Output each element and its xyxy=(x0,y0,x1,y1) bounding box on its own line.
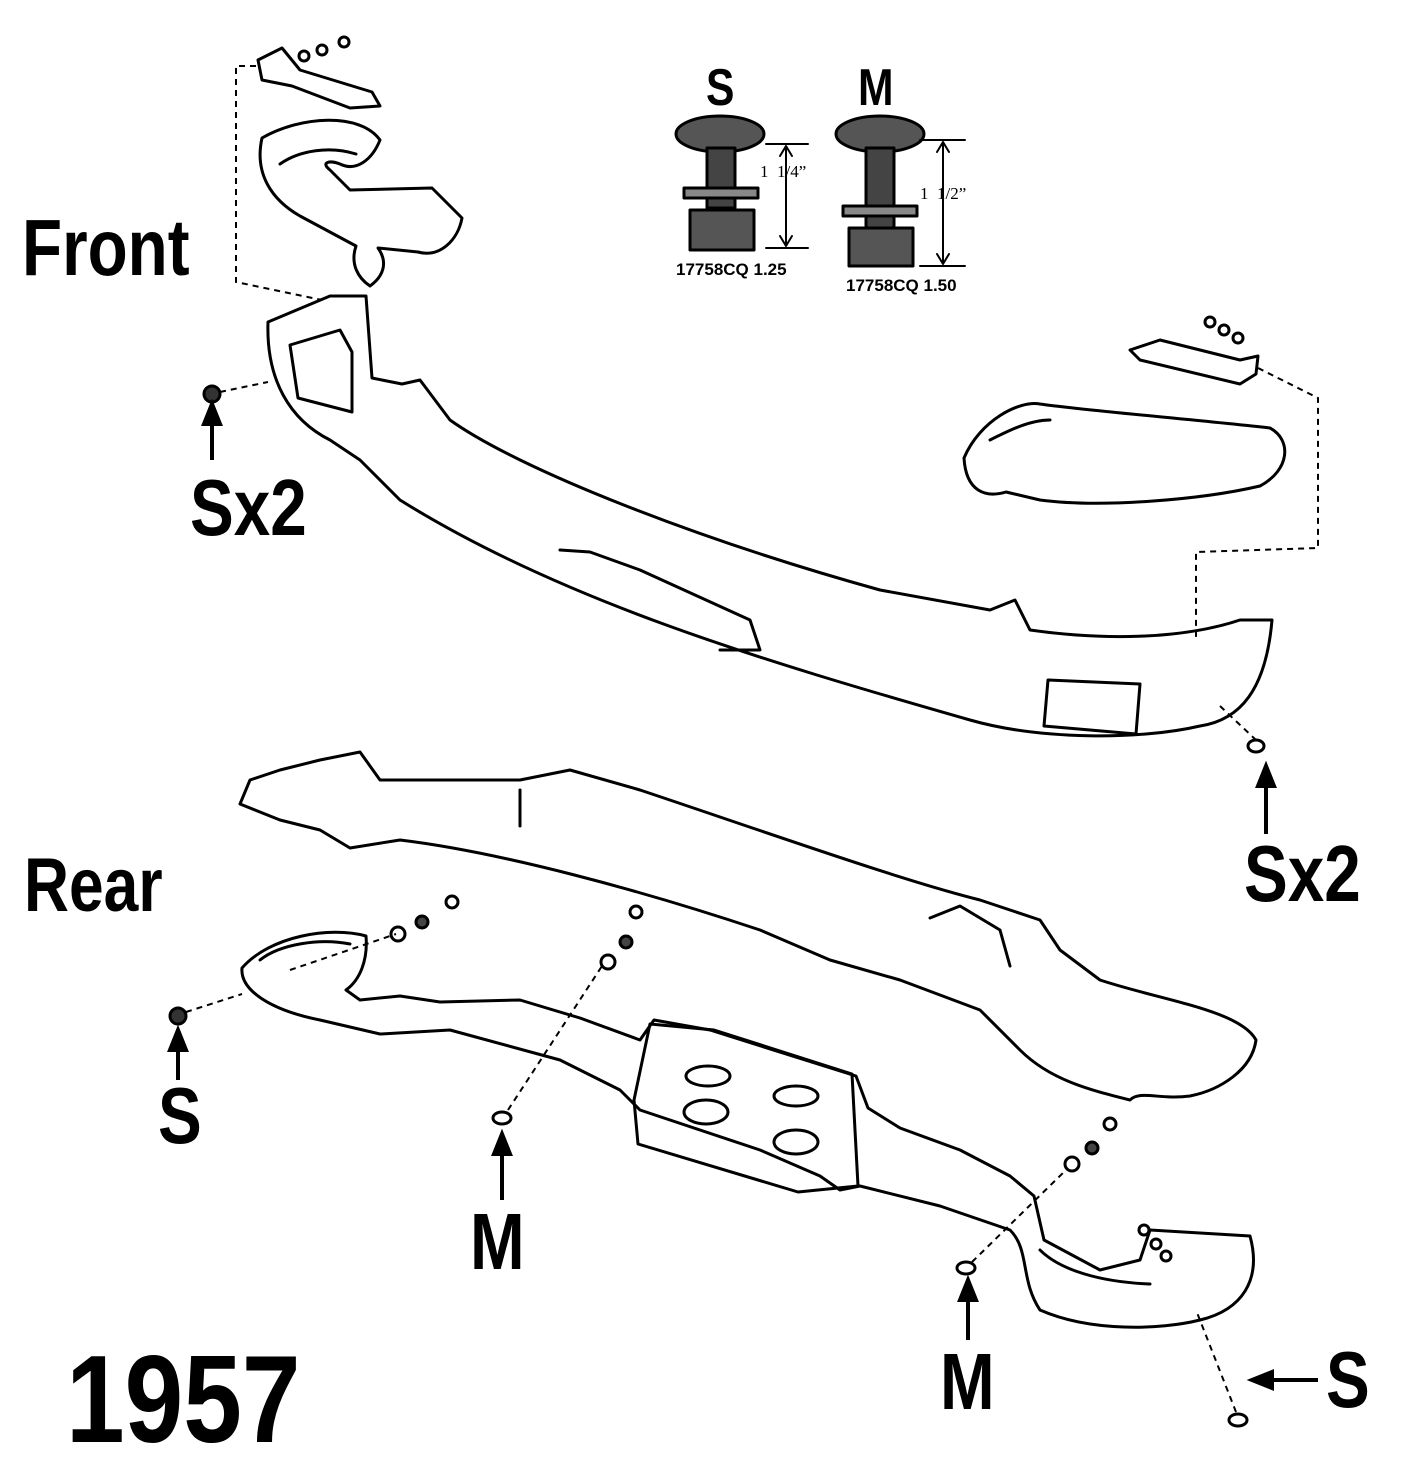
bolt-s-illustration xyxy=(674,114,766,252)
rear-section-label: Rear xyxy=(24,843,163,928)
rear-hardware xyxy=(168,894,1249,1428)
callout-rear-left-end: S xyxy=(158,1071,202,1160)
bolt-m-illustration xyxy=(834,114,926,268)
front-right-guard xyxy=(962,402,1287,505)
bolt-s-part-number: 17758CQ 1.25 xyxy=(676,260,787,279)
callout-arrows xyxy=(167,398,1318,1391)
bolt-m-length: 1 1/2” xyxy=(920,184,967,203)
bolt-s-length: 1 1/4” xyxy=(760,162,807,181)
callout-rear-center: M xyxy=(470,1197,525,1286)
rear-lower-bar xyxy=(240,930,1255,1329)
front-guide-lines xyxy=(219,65,1319,741)
front-bumper-bar xyxy=(266,294,1274,738)
callout-front-left: Sx2 xyxy=(190,463,307,552)
callout-front-right: Sx2 xyxy=(1244,829,1361,918)
rear-upper-bar xyxy=(238,750,1258,1102)
front-left-guard xyxy=(258,118,464,288)
rear-guide-lines xyxy=(185,933,1237,1413)
front-section-label: Front xyxy=(22,203,190,292)
bolt-m-dimension xyxy=(919,139,966,267)
callout-rear-right-end: S xyxy=(1326,1335,1370,1424)
bolt-m-header: M xyxy=(858,59,894,117)
front-right-bracket xyxy=(1128,315,1260,386)
front-left-bracket xyxy=(256,35,382,110)
front-right-bolt-head xyxy=(1246,738,1266,754)
bolt-s-header: S xyxy=(706,59,735,117)
year-label: 1957 xyxy=(66,1331,301,1469)
bolt-m-part-number: 17758CQ 1.50 xyxy=(846,276,957,295)
bolt-s-dimension xyxy=(765,143,809,249)
callout-rear-right: M xyxy=(940,1337,995,1426)
rear-license-plate xyxy=(632,1022,860,1194)
